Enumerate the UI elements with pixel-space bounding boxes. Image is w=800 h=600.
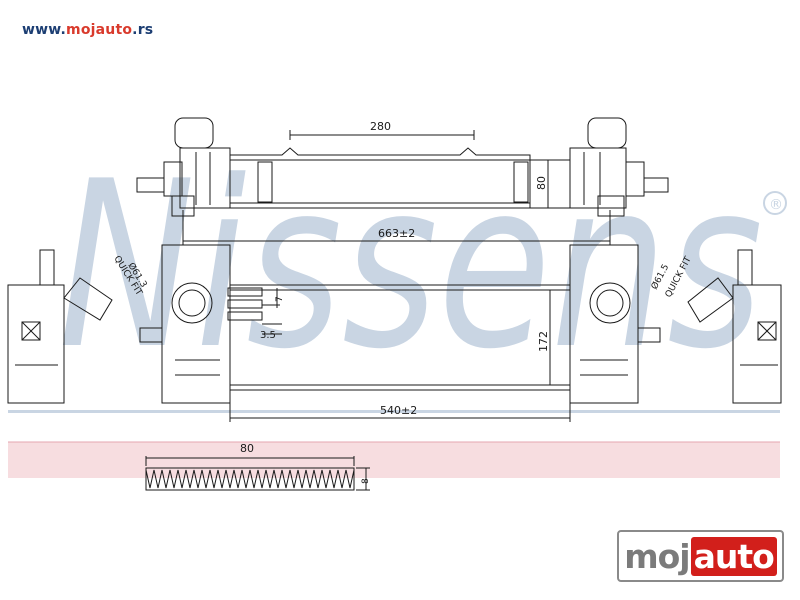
url-www: www.: [22, 22, 67, 38]
dim-540: 540±2: [380, 404, 417, 417]
left-side-view: [7, 284, 65, 404]
dim-540-line: [229, 390, 571, 422]
dim-fin-gap: 3.5: [260, 330, 276, 341]
right-side-view: [732, 284, 782, 404]
url-tld: .rs: [132, 22, 154, 38]
logo-part-moj: moj: [624, 536, 690, 576]
fin-section: [145, 456, 370, 491]
right-inlet: [589, 282, 631, 324]
site-url[interactable]: www.mojauto.rs: [22, 22, 153, 38]
left-tank: [161, 244, 231, 404]
dim-280-line: [289, 130, 475, 140]
logo-part-auto: auto: [690, 536, 777, 576]
url-brand: mojauto: [66, 22, 133, 38]
top-view: [136, 117, 669, 245]
top-view-body: [229, 147, 531, 209]
fin-section-body: [145, 467, 355, 491]
left-inlet: [171, 282, 213, 324]
right-tank: [569, 244, 639, 404]
registered-mark: ®: [769, 197, 783, 213]
registered-mark-circle: [763, 191, 787, 215]
dim-663: 663±2: [378, 227, 415, 240]
dim-section-80: 80: [240, 442, 254, 455]
pink-band: [8, 442, 780, 478]
left-side-connector: [63, 277, 113, 321]
side-views: [7, 249, 782, 404]
dim-80: 80: [535, 176, 548, 190]
front-view: [139, 244, 661, 422]
dim-section-8: 8: [361, 478, 371, 484]
fin-detail: [227, 287, 282, 335]
dim-663-line: [182, 210, 611, 245]
dim-172: 172: [537, 331, 550, 352]
dim-280: 280: [370, 120, 391, 133]
dim-80-section-line: [145, 456, 355, 466]
right-side-connector: [687, 277, 734, 323]
dim-fin-pitch: 7: [275, 296, 285, 302]
blue-rule: [8, 410, 780, 413]
